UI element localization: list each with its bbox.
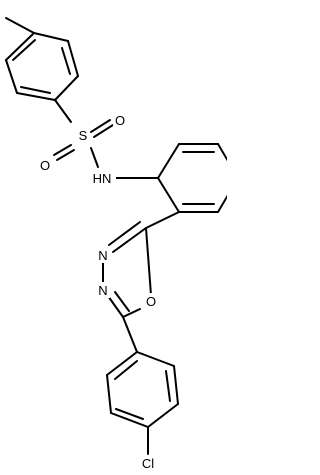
atom-n4-label: N xyxy=(98,283,107,298)
atom-s-label: S xyxy=(79,128,88,143)
bond-tol-5 xyxy=(5,59,18,94)
bond-clph-2 xyxy=(173,365,179,405)
atom-o-ring-label: O xyxy=(146,294,156,309)
atom-s: S xyxy=(76,127,90,143)
bond-tol-2 xyxy=(67,40,79,77)
bond-methyl xyxy=(5,17,35,34)
bond-tol-3 xyxy=(54,75,79,101)
atom-cl: Cl xyxy=(138,455,158,471)
bond-ring-s xyxy=(54,99,72,123)
atom-o-ring: O xyxy=(144,293,158,309)
bond-ph-4 xyxy=(217,194,227,213)
bond-s-o1-b xyxy=(93,124,114,138)
atom-nh: HN xyxy=(88,170,116,186)
atom-n3: N xyxy=(96,247,110,263)
bond-clph-d2 xyxy=(115,408,144,420)
bond-ph-oxd xyxy=(145,211,180,229)
bond-clph-d1 xyxy=(165,370,171,402)
atom-o2-label: O xyxy=(40,158,50,173)
bond-ph-3 xyxy=(217,143,227,162)
bond-s-n xyxy=(90,147,99,168)
bond-tol-1 xyxy=(33,32,69,42)
atom-o2: O xyxy=(38,157,52,173)
bond-clph-3 xyxy=(147,403,179,428)
bond-clph-4 xyxy=(110,412,149,428)
bond-s-o2-b xyxy=(56,149,75,161)
atom-cl-label: Cl xyxy=(142,456,154,471)
molecule-structure: S O O HN N N O Cl xyxy=(5,17,227,471)
bond-tol-d3 xyxy=(12,39,36,61)
bond-oxd-n4-c5a xyxy=(107,295,124,318)
label-layer: S O O HN N N O Cl xyxy=(38,112,158,471)
bond-clph-6 xyxy=(106,351,138,376)
bond-ph-1 xyxy=(157,143,180,179)
bond-tol-4 xyxy=(16,92,56,101)
atom-o1-label: O xyxy=(115,113,125,128)
bond-s-o2-a xyxy=(53,144,72,156)
bond-clph-d3 xyxy=(114,360,138,380)
bond-s-o1-a xyxy=(90,119,111,133)
bond-ph-6 xyxy=(157,177,180,213)
bond-oxd-clph xyxy=(122,316,138,353)
bond-clph-5 xyxy=(106,374,112,414)
bond-oxd-c2-n3a xyxy=(112,227,147,253)
bond-tol-d1 xyxy=(61,47,71,75)
bond-oxd-c5-o1 xyxy=(122,308,141,318)
bond-layer xyxy=(5,17,227,455)
atom-o1: O xyxy=(113,112,127,128)
atom-n3-label: N xyxy=(98,248,107,263)
bond-clph-1 xyxy=(136,351,175,367)
bond-tol-6 xyxy=(5,32,35,61)
bond-oxd-c2-n3b xyxy=(108,221,141,246)
atom-n4: N xyxy=(96,282,110,298)
bond-oxd-o1-c2 xyxy=(145,227,152,296)
atom-nh-label: HN xyxy=(93,171,112,186)
bond-oxd-n4-c5b xyxy=(114,291,130,312)
bond-tol-d2 xyxy=(20,86,51,94)
